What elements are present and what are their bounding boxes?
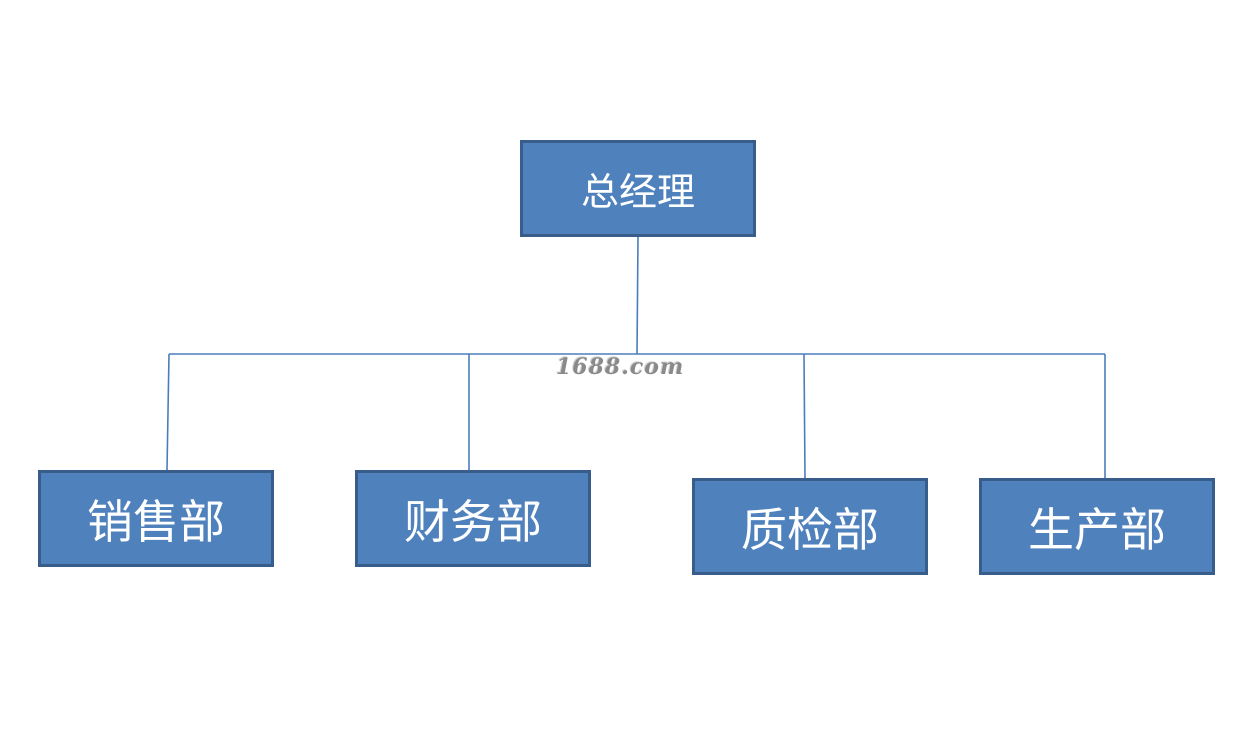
node-general-manager-label: 总经理 xyxy=(580,170,695,214)
connector-qc xyxy=(803,353,806,479)
node-sales-department: 销售部 xyxy=(38,470,274,567)
watermark-text: 1688.com xyxy=(556,354,685,380)
connector-sales xyxy=(166,353,170,471)
node-finance-department: 财务部 xyxy=(355,470,591,567)
connector-root-trunk xyxy=(636,236,639,355)
node-quality-control-department: 质检部 xyxy=(692,478,928,575)
node-finance-department-label: 财务部 xyxy=(404,494,542,549)
node-quality-control-department-label: 质检部 xyxy=(741,502,879,557)
node-sales-department-label: 销售部 xyxy=(87,494,225,549)
node-production-department-label: 生产部 xyxy=(1028,502,1166,557)
node-general-manager: 总经理 xyxy=(520,140,756,237)
node-production-department: 生产部 xyxy=(979,478,1215,575)
